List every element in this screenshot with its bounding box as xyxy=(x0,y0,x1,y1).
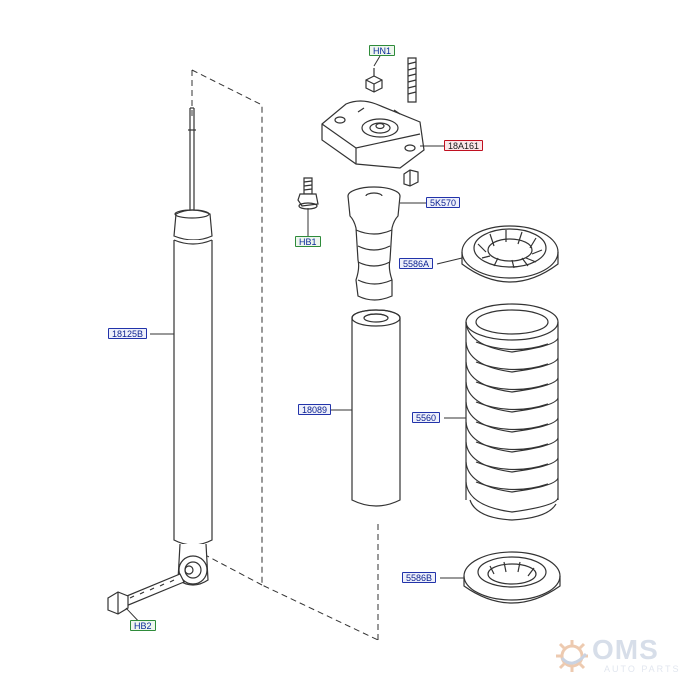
upper-spring-seat xyxy=(461,225,559,283)
callout-hb2[interactable]: HB2 xyxy=(130,620,156,631)
callout-5560[interactable]: 5560 xyxy=(412,412,441,423)
lower-spring-seat xyxy=(463,551,561,604)
watermark-title: OMS xyxy=(592,634,659,665)
nut-hn1 xyxy=(365,68,383,93)
bump-stop xyxy=(347,186,401,301)
bolt-hb2 xyxy=(107,573,185,615)
stud xyxy=(407,57,417,103)
gear-icon xyxy=(556,640,588,672)
callout-18125b[interactable]: 18125B xyxy=(108,328,148,339)
oms-auto-parts-watermark: OMS AUTO PARTS xyxy=(552,630,692,680)
lower-nut xyxy=(403,169,419,187)
callout-hn1[interactable]: HN1 xyxy=(369,45,396,56)
callout-5586a[interactable]: 5586A xyxy=(399,258,434,269)
leader-lines xyxy=(125,55,466,627)
callout-18089[interactable]: 18089 xyxy=(298,404,332,415)
bolt-hb1 xyxy=(297,177,319,210)
callout-5586b[interactable]: 5586B xyxy=(402,572,437,583)
callout-5k570[interactable]: 5K570 xyxy=(426,197,461,208)
coil-spring xyxy=(465,303,559,521)
callout-18a161[interactable]: 18A161 xyxy=(444,140,484,151)
callout-hb1[interactable]: HB1 xyxy=(295,236,321,247)
dust-cover xyxy=(351,309,401,507)
shock-absorber xyxy=(173,107,213,586)
watermark-subtitle: AUTO PARTS xyxy=(604,664,681,674)
top-mount xyxy=(321,100,425,169)
